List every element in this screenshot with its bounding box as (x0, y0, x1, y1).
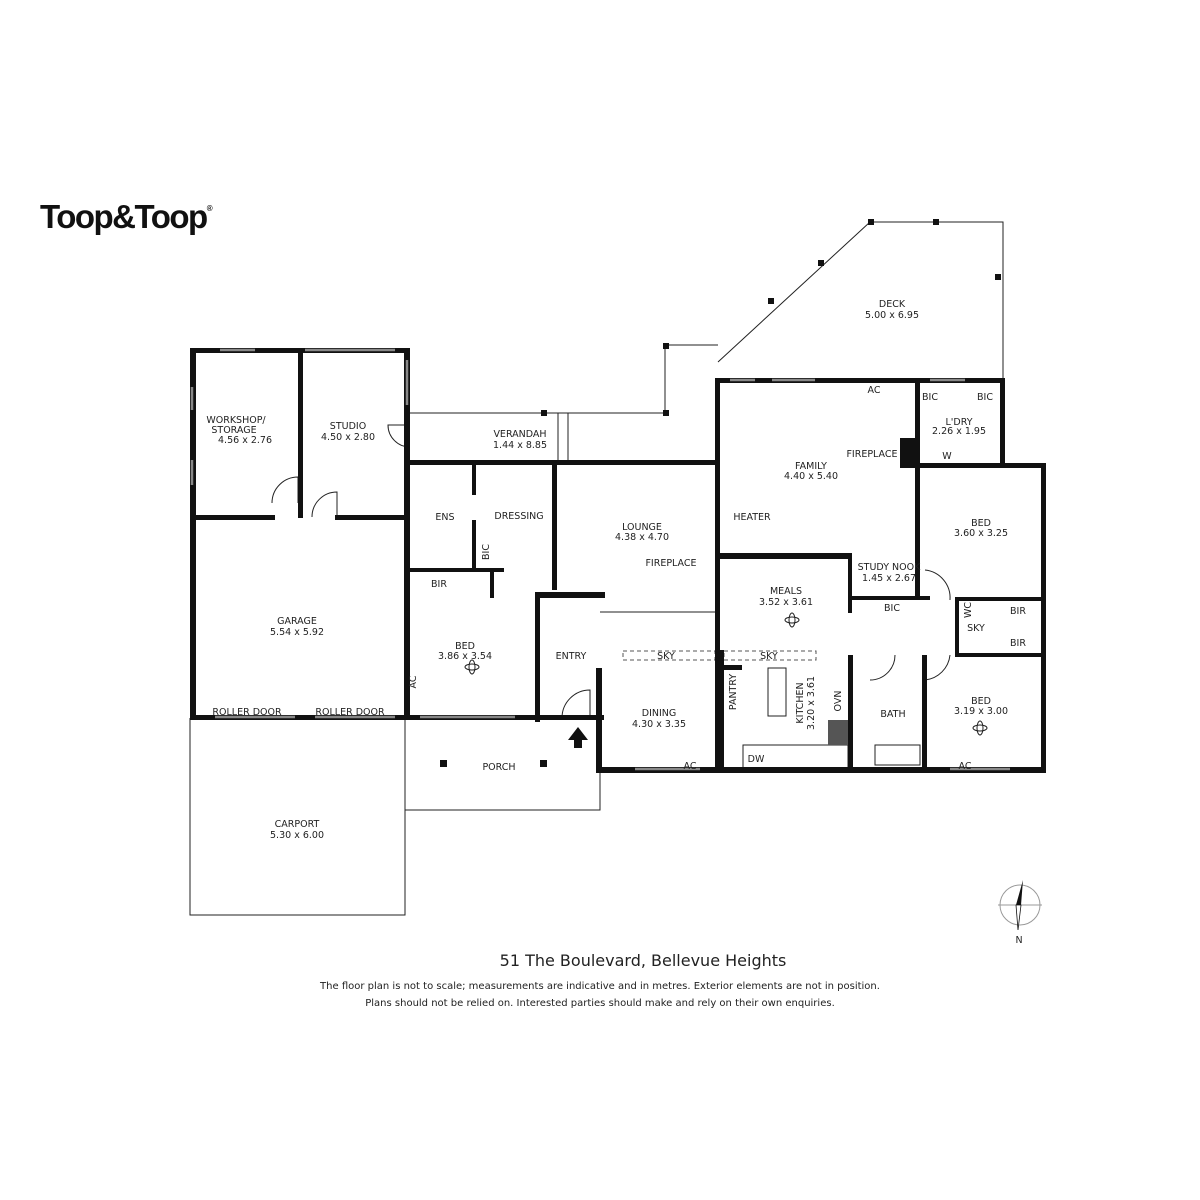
ac-label: AC (684, 761, 697, 772)
ac-label: AC (959, 761, 972, 772)
kitchen-island (767, 667, 787, 717)
ceiling-fan-icon (464, 612, 988, 736)
bed-size: 3.19 x 3.00 (954, 706, 1008, 717)
skylight-label: SKY (760, 651, 778, 662)
roller-door-label: ROLLER DOOR (315, 707, 385, 718)
property-address: 51 The Boulevard, Bellevue Heights (499, 951, 787, 970)
porch-outline (404, 718, 601, 811)
dining-label: DINING (642, 708, 677, 719)
studio-label: STUDIO (330, 421, 366, 432)
ac-label: AC (868, 385, 881, 396)
entry-label: ENTRY (556, 651, 587, 662)
workshop-label: WORKSHOP/ (206, 415, 266, 426)
brand-mark: ® (206, 204, 213, 213)
bed-size: 3.60 x 3.25 (954, 528, 1008, 539)
bic-label: BIC (922, 392, 938, 403)
bir-label: BIR (1010, 606, 1026, 617)
bic-label: BIC (977, 392, 993, 403)
brand-logo: Toop&Toop® (40, 198, 213, 236)
carport-label: CARPORT (275, 819, 320, 830)
heater-label: HEATER (733, 512, 771, 523)
garage-label: GARAGE (277, 616, 317, 627)
kitchen-label: KITCHEN (795, 682, 806, 723)
verandah-outline (405, 344, 718, 414)
windows (190, 348, 1010, 771)
wc-label: WC (963, 602, 974, 618)
meals-size: 3.52 x 3.61 (759, 597, 813, 608)
bed-label: BED (971, 696, 991, 707)
skylight-1 (622, 650, 716, 661)
bic-label: BIC (481, 544, 492, 560)
study-nook-label: STUDY NOOK (858, 562, 921, 573)
ensuite-label: ENS (435, 512, 454, 523)
lounge-size: 4.38 x 4.70 (615, 532, 669, 543)
porch-label: PORCH (482, 762, 515, 773)
deck-size: 5.00 x 6.95 (865, 310, 919, 321)
dressing-label: DRESSING (494, 511, 543, 522)
kitchen-size: 3.20 x 3.61 (806, 676, 817, 730)
meals-label: MEALS (770, 586, 802, 597)
roller-door-label: ROLLER DOOR (212, 707, 282, 718)
bic-label: BIC (884, 603, 900, 614)
verandah-label: VERANDAH (493, 429, 546, 440)
laundry-label: L'DRY (945, 417, 972, 428)
entry-arrow-icon (568, 727, 588, 748)
studio-size: 4.50 x 2.80 (321, 432, 375, 443)
washer-label: W (942, 451, 952, 462)
disclaimer-line-2: Plans should not be relied on. Intereste… (365, 998, 835, 1009)
oven-label: OVN (833, 691, 844, 712)
fireplace-label: FIREPLACE (645, 558, 696, 569)
family-label: FAMILY (795, 461, 827, 472)
lounge-label: LOUNGE (622, 522, 662, 533)
carport-size: 5.30 x 6.00 (270, 830, 324, 841)
dishwasher-label: DW (748, 754, 765, 765)
brand-name: Toop&Toop (40, 198, 208, 235)
garage-size: 5.54 x 5.92 (270, 627, 324, 638)
bathtub (874, 744, 921, 766)
deck-outline (717, 221, 1004, 380)
bir-label: BIR (431, 579, 447, 590)
workshop-size: 4.56 x 2.76 (218, 435, 272, 446)
fireplace-label: FIREPLACE (846, 449, 897, 460)
bed-label: BED (971, 518, 991, 529)
skylight-label: SKY (657, 651, 675, 662)
entry-door (561, 689, 591, 719)
dining-size: 4.30 x 3.35 (632, 719, 686, 730)
north-compass-icon: N (998, 880, 1042, 946)
north-label: N (1015, 935, 1022, 946)
bath-label: BATH (880, 709, 905, 720)
disclaimer-line-1: The floor plan is not to scale; measurem… (320, 981, 880, 992)
bed-size: 3.86 x 3.54 (438, 651, 492, 662)
bir-label: BIR (1010, 638, 1026, 649)
family-size: 4.40 x 5.40 (784, 471, 838, 482)
ac-label: AC (408, 675, 419, 688)
study-nook-size: 1.45 x 2.67 (862, 573, 916, 584)
carport-outline (189, 718, 406, 916)
storage-label: STORAGE (211, 425, 256, 436)
pantry-label: PANTRY (728, 674, 739, 711)
verandah-size: 1.44 x 8.85 (493, 440, 547, 451)
posts (440, 219, 1001, 767)
laundry-size: 2.26 x 1.95 (932, 426, 986, 437)
room-labels: WORKSHOP/ STORAGE 4.56 x 2.76 STUDIO 4.5… (206, 299, 1026, 841)
bed-label: BED (455, 641, 475, 652)
skylight-label: SKY (967, 623, 985, 634)
outdoor-outlines (189, 221, 1004, 916)
cooktop (828, 720, 848, 745)
deck-label: DECK (879, 299, 906, 310)
